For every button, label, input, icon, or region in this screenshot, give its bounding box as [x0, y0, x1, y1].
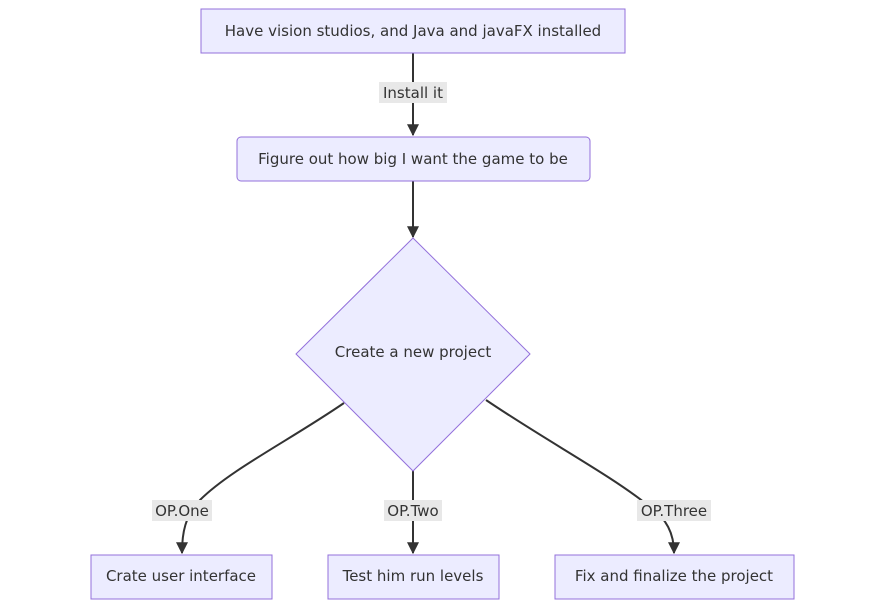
edge-create-to-fix	[485, 399, 680, 555]
node-ui: Crate user interface	[90, 554, 273, 600]
node-test: Test him run levels	[327, 554, 500, 600]
edge-label-op-three: OP.Three	[637, 500, 711, 521]
node-create: Create a new project	[295, 237, 531, 472]
edge-label-install-text: Install it	[383, 84, 443, 102]
node-size: Figure out how big I want the game to be	[236, 136, 591, 182]
edges	[176, 53, 680, 555]
node-test-label: Test him run levels	[342, 567, 484, 585]
node-create-label: Create a new project	[335, 343, 492, 361]
edge-label-install: Install it	[379, 82, 447, 103]
edge-label-op-two-text: OP.Two	[387, 502, 438, 520]
edge-create-to-ui	[176, 402, 345, 555]
node-size-label: Figure out how big I want the game to be	[258, 150, 568, 168]
edge-label-op-two: OP.Two	[384, 500, 442, 521]
node-fix: Fix and finalize the project	[554, 554, 795, 600]
node-install-label: Have vision studios, and Java and javaFX…	[225, 22, 601, 40]
node-install: Have vision studios, and Java and javaFX…	[200, 8, 626, 54]
edge-label-op-three-text: OP.Three	[641, 502, 707, 520]
node-fix-label: Fix and finalize the project	[575, 567, 773, 585]
node-ui-label: Crate user interface	[106, 567, 256, 585]
edge-label-op-one: OP.One	[152, 500, 212, 521]
edge-label-op-one-text: OP.One	[155, 502, 209, 520]
